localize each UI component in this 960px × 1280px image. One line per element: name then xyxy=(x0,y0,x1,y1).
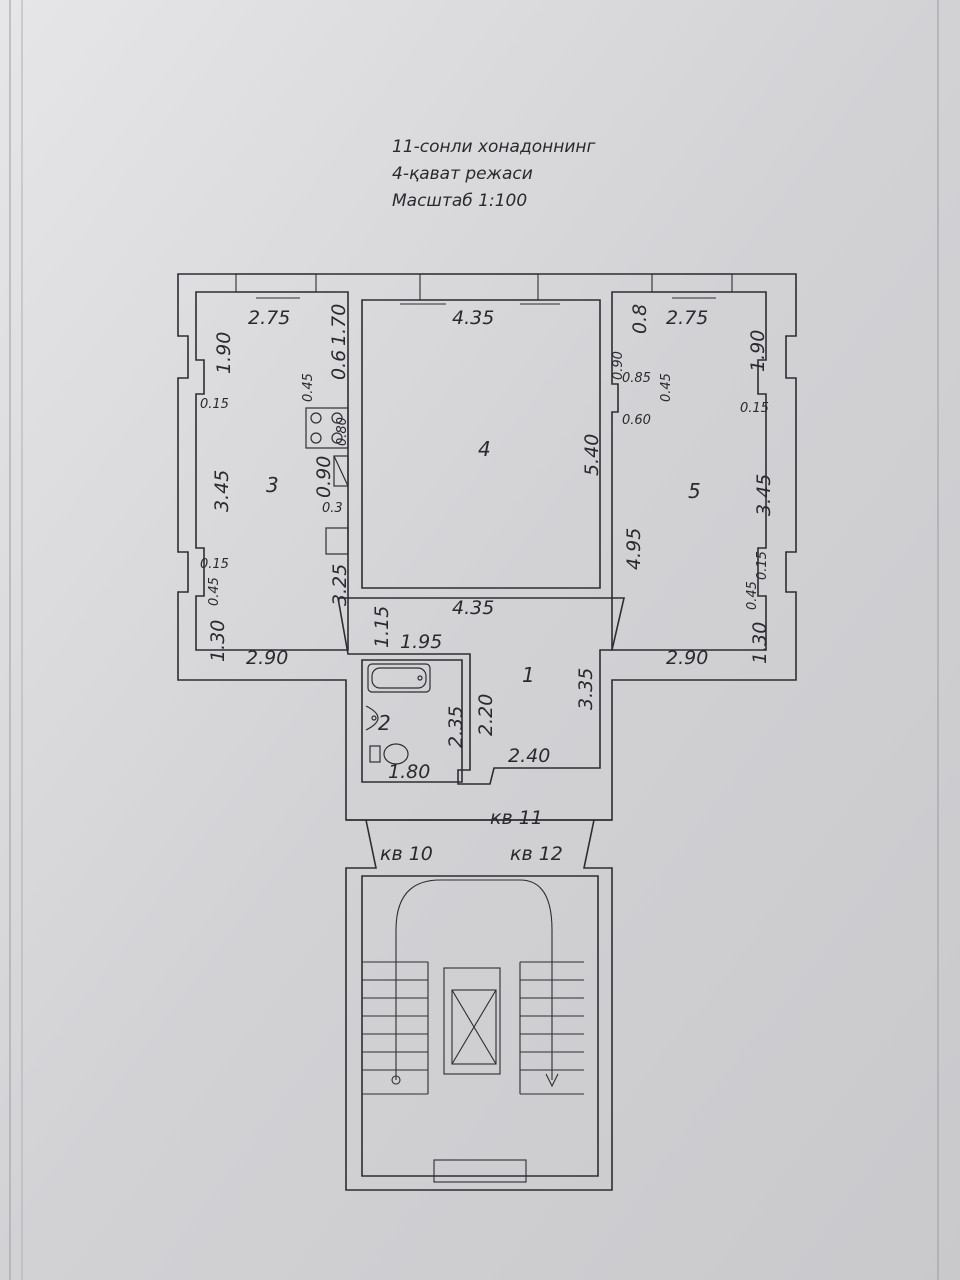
dim-room3-045-top: 0.45 xyxy=(301,373,316,402)
dim-bath-235: 2.35 xyxy=(445,706,467,748)
toilet-icon xyxy=(383,743,409,765)
dim-room3-top: 2.75 xyxy=(248,307,290,329)
fridge-icon xyxy=(333,455,349,487)
bathtub-icon xyxy=(367,663,431,693)
washbasin-icon xyxy=(365,705,379,731)
dim-room5-085: 0.85 xyxy=(622,371,651,386)
stairwell xyxy=(345,819,613,1191)
stairs-right xyxy=(519,961,584,1095)
bathroom-fixtures xyxy=(365,663,431,765)
dim-room3-130: 1.30 xyxy=(207,620,229,662)
dim-room5-345: 3.45 xyxy=(753,474,775,516)
apartment-label-kv11: кв 11 xyxy=(490,807,543,829)
dim-room3-325: 3.25 xyxy=(329,564,351,606)
dim-room5-495: 4.95 xyxy=(623,528,645,570)
dim-room3-03: 0.3 xyxy=(322,501,343,516)
plan-title-line2: 4-қават режаси xyxy=(392,164,533,184)
dim-room3-045-bot: 0.45 xyxy=(207,577,222,606)
dim-room5-bottom: 2.90 xyxy=(666,647,708,669)
dim-hall-195: 1.95 xyxy=(400,631,442,653)
dim-room3-right-top: 1.70 xyxy=(328,304,350,346)
dim-room3-015-top: 0.15 xyxy=(200,397,229,412)
dim-room5-015-top: 0.15 xyxy=(740,401,769,416)
apartment-label-kv10: кв 10 xyxy=(380,843,433,865)
dim-room5-015-bot: 0.15 xyxy=(755,551,770,580)
dim-room4-top: 4.35 xyxy=(452,307,494,329)
dim-room5-045-bot: 0.45 xyxy=(745,581,760,610)
dim-hall-335: 3.35 xyxy=(575,668,597,710)
plan-title-line1: 11-сонли хонадоннинг xyxy=(392,137,595,157)
dim-room3-345: 3.45 xyxy=(211,470,233,512)
dim-room5-060: 0.60 xyxy=(622,413,651,428)
dim-room3-06: 0.6 xyxy=(328,350,350,380)
dim-room5-045-top: 0.45 xyxy=(659,373,674,402)
dim-room5-08: 0.8 xyxy=(629,304,651,334)
dim-room4-bottom: 4.35 xyxy=(452,597,494,619)
dim-room4-right: 5.40 xyxy=(581,434,603,476)
apartment-label-kv12: кв 12 xyxy=(510,843,563,865)
dim-room5-090: 0.90 xyxy=(611,351,626,380)
room-label-3: 3 xyxy=(266,473,279,497)
stove-icon xyxy=(305,407,349,449)
elevator-shaft xyxy=(443,967,501,1075)
dim-room3-left-top: 1.90 xyxy=(213,332,235,374)
sink-icon xyxy=(325,527,349,555)
dim-bath-180: 1.80 xyxy=(388,761,430,783)
dim-room3-090: 0.90 xyxy=(313,456,335,498)
dim-room3-015-bot: 0.15 xyxy=(200,557,229,572)
dim-hall-115: 1.15 xyxy=(371,606,393,648)
kitchen-fixtures xyxy=(305,407,349,555)
dim-hall-220: 2.20 xyxy=(475,694,497,736)
room-label-5: 5 xyxy=(688,479,701,503)
dim-hall-240: 2.40 xyxy=(508,745,550,767)
room-label-2: 2 xyxy=(378,711,391,735)
room-label-1: 1 xyxy=(522,663,535,687)
dim-room3-080: 0.80 xyxy=(335,417,350,446)
stair-arrow-icon xyxy=(545,1073,559,1088)
dim-room3-bottom: 2.90 xyxy=(246,647,288,669)
room-label-4: 4 xyxy=(478,437,491,461)
plan-title-scale: Масштаб 1:100 xyxy=(392,191,527,211)
dim-room5-right-top: 1.90 xyxy=(747,330,769,372)
stairs-left xyxy=(362,961,429,1095)
dim-room5-top: 2.75 xyxy=(666,307,708,329)
dim-room5-130: 1.30 xyxy=(749,622,771,664)
